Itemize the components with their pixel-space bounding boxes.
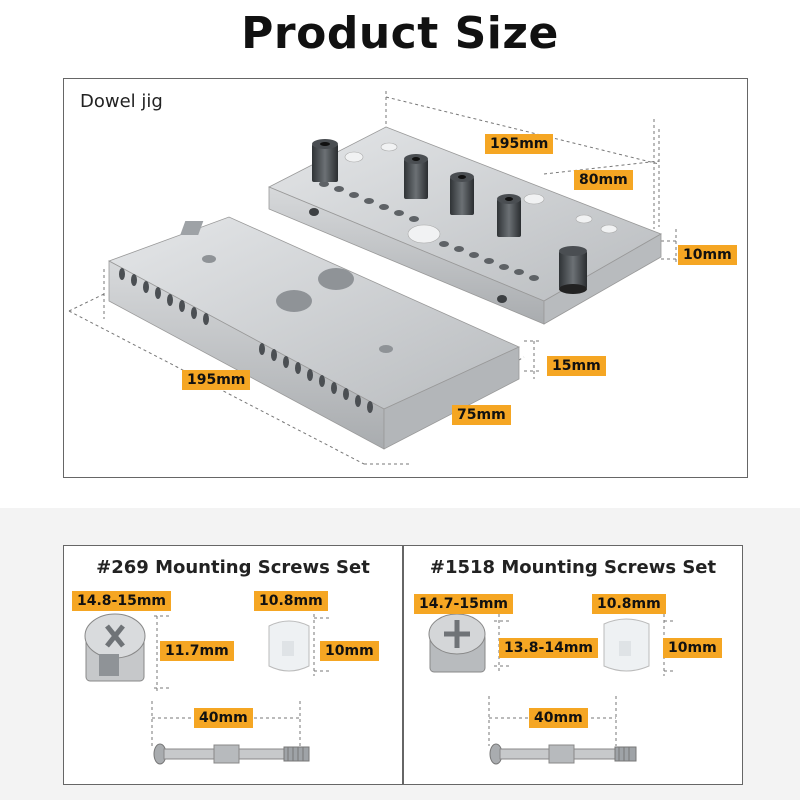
connecting-bolt <box>489 743 637 765</box>
dim-cam-diameter: 14.7-15mm <box>414 594 514 614</box>
bushing-2 <box>404 154 428 199</box>
screw-set-title: #1518 Mounting Screws Set <box>429 557 717 578</box>
dim-bolt-length: 40mm <box>194 708 253 728</box>
screw-set-269-illustration <box>84 607 329 765</box>
bushing-1 <box>312 139 338 182</box>
bushings <box>312 139 587 294</box>
sleeve-nut <box>268 620 310 672</box>
bushing-3 <box>450 172 474 215</box>
dim-sleeve-diameter: 10.8mm <box>254 591 328 611</box>
dim-base-width: 75mm <box>452 405 511 425</box>
dim-cam-height: 13.8-14mm <box>499 638 599 658</box>
dim-base-length: 195mm <box>182 370 251 390</box>
dim-base-height: 15mm <box>547 356 606 376</box>
dim-cam-diameter: 14.8-15mm <box>72 591 172 611</box>
screw-set-1518-panel: #1518 Mounting Screws Set <box>403 545 743 785</box>
base-plate <box>108 216 520 450</box>
upper-jig-dimension-lines <box>385 91 679 264</box>
dim-sleeve-height: 10mm <box>320 641 379 661</box>
dowel-jig-label: Dowel jig <box>80 91 163 112</box>
dim-cam-height: 11.7mm <box>160 641 234 661</box>
sleeve-nut <box>603 618 650 672</box>
connecting-bolt <box>153 743 310 765</box>
dim-top-width: 80mm <box>574 170 633 190</box>
dim-sleeve-diameter: 10.8mm <box>592 594 666 614</box>
screw-set-title: #269 Mounting Screws Set <box>96 557 370 578</box>
page-title: Product Size <box>241 8 559 59</box>
dim-sleeve-height: 10mm <box>663 638 722 658</box>
dim-top-length: 195mm <box>485 134 554 154</box>
screw-set-1518-illustration <box>419 608 674 765</box>
bushing-4 <box>497 194 521 237</box>
bushing-5 <box>559 246 587 294</box>
cam-lock <box>84 613 146 682</box>
base-dimension-lines <box>68 269 542 465</box>
dowel-jig-panel: Dowel jig <box>63 78 748 478</box>
cam-lock <box>428 613 486 673</box>
dowel-jig-illustration <box>68 91 679 465</box>
dim-bolt-length: 40mm <box>529 708 588 728</box>
dim-top-height: 10mm <box>678 245 737 265</box>
screw-set-269-panel: #269 Mounting Screws Set <box>63 545 403 785</box>
